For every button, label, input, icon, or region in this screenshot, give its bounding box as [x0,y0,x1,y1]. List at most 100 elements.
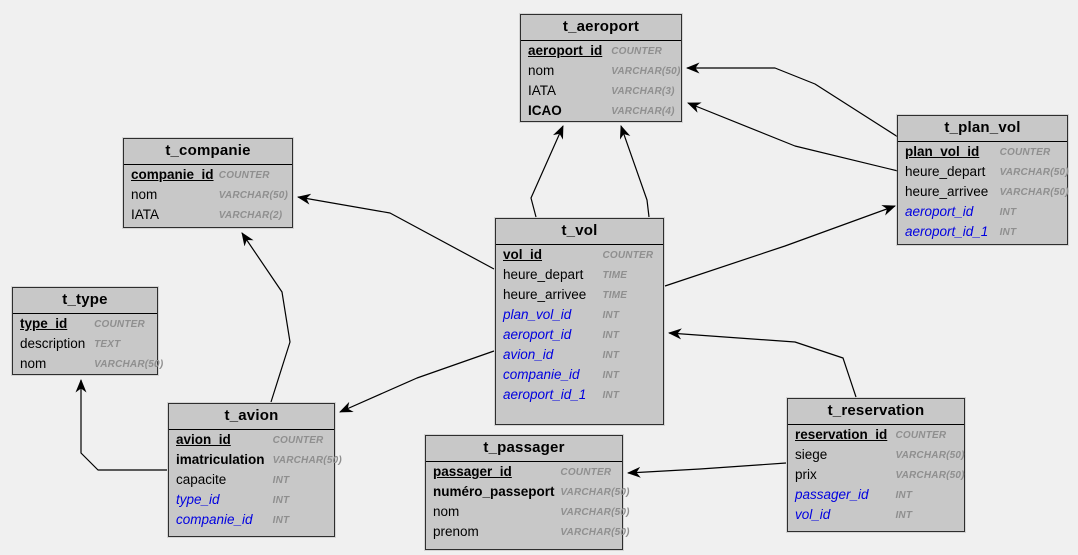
field-name: aeroport_id [503,327,572,342]
field-type: VARCHAR(50) [999,186,1069,198]
table-title-t_companie[interactable]: t_companie [124,139,292,165]
field-name: vol_id [795,507,831,522]
field-name: companie_id [176,512,253,527]
field-type: COUNTER [218,169,270,181]
field-name: heure_depart [503,267,584,282]
relationship-line-reservation_passager_id[interactable] [627,462,787,478]
field-row-t_avion-type_id[interactable]: type_id INT [169,490,334,510]
field-type: INT [272,494,290,506]
field-name: passager_id [433,464,512,479]
table-title-t_vol[interactable]: t_vol [496,219,663,245]
field-type: INT [602,369,620,381]
field-type: VARCHAR(50) [611,65,681,77]
field-type: COUNTER [272,434,324,446]
relationship-line-vol_companie_id[interactable] [297,193,495,270]
field-name: heure_arrivee [905,184,989,199]
field-name: heure_depart [905,164,986,179]
table-title-t_avion[interactable]: t_avion [169,404,334,430]
field-row-t_vol-aeroport_id_1[interactable]: aeroport_id_1 INT [496,385,663,405]
field-name: nom [20,356,47,371]
field-name: aeroport_id_1 [503,387,587,402]
table-title-t_type[interactable]: t_type [13,288,157,314]
relationship-line-vol_avion_id[interactable] [339,350,495,413]
relationship-line-vol_aeroport_id_1[interactable] [619,125,650,218]
field-name: vol_id [503,247,543,262]
field-row-t_type-nom[interactable]: nom VARCHAR(50) [13,354,164,374]
relationship-line-avion_companie_id[interactable] [241,232,291,403]
field-name: type_id [20,316,68,331]
table-title-t_plan_vol[interactable]: t_plan_vol [898,116,1067,142]
relationship-line-vol_aeroport_id[interactable] [530,125,564,218]
field-type: INT [602,309,620,321]
field-type: VARCHAR(50) [560,486,630,498]
field-type: INT [602,349,620,361]
field-type: VARCHAR(50) [94,358,164,370]
field-type: COUNTER [602,249,654,261]
relationship-line-plan_vol_aeroport_id[interactable] [686,62,899,138]
table-title-t_reservation[interactable]: t_reservation [788,399,964,425]
field-type: INT [999,226,1017,238]
relationship-line-avion_type_id[interactable] [75,379,167,471]
field-name: nom [433,504,460,519]
field-type: INT [602,389,620,401]
table-title-t_aeroport[interactable]: t_aeroport [521,15,681,41]
field-type: COUNTER [999,146,1051,158]
field-row-t_vol-vol_id[interactable]: vol_id COUNTER [496,245,663,265]
field-name: type_id [176,492,220,507]
table-title-t_passager[interactable]: t_passager [426,436,622,462]
relationship-line-vol_plan_vol_id[interactable] [664,205,896,287]
relationship-line-plan_vol_aeroport_id_1[interactable] [687,102,899,172]
field-type: VARCHAR(3) [611,85,675,97]
field-type: VARCHAR(50) [560,526,630,538]
field-name: description [20,336,86,351]
field-type: VARCHAR(50) [218,189,289,201]
relationship-line-reservation_vol_id[interactable] [668,328,857,398]
field-row-t_plan_vol-heure_arrivee[interactable]: heure_arrivee VARCHAR(50) [898,182,1069,202]
field-type: INT [999,206,1017,218]
field-type: VARCHAR(4) [611,105,675,117]
field-type: VARCHAR(50) [272,454,342,466]
field-type: TIME [602,289,628,301]
